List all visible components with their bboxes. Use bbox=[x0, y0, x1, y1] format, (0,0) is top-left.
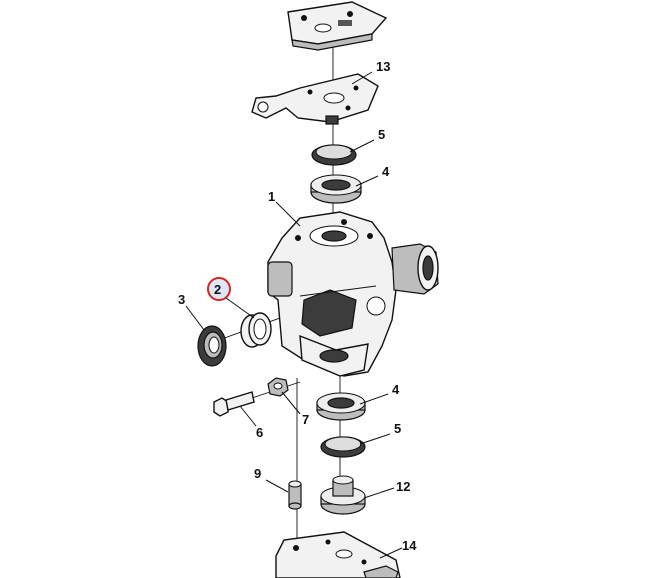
knuckle-housing-1 bbox=[267, 211, 439, 377]
callout-4-bottom: 4 bbox=[392, 382, 400, 397]
callout-3: 3 bbox=[178, 292, 185, 307]
callout-4-top: 4 bbox=[382, 164, 390, 179]
leader-2 bbox=[225, 297, 255, 319]
callout-5-bottom: 5 bbox=[394, 421, 401, 436]
leader-1 bbox=[275, 201, 301, 227]
leader-13 bbox=[351, 71, 373, 85]
thrust-collar-12 bbox=[320, 475, 366, 515]
seal-ring-5-bottom bbox=[320, 436, 366, 458]
sleeve-ring-2 bbox=[240, 312, 272, 348]
callout-6: 6 bbox=[256, 425, 263, 440]
leader-4-top bbox=[355, 175, 379, 187]
callout-14: 14 bbox=[402, 538, 417, 553]
callout-13: 13 bbox=[376, 59, 390, 74]
bolt-6 bbox=[213, 391, 255, 417]
callout-12: 12 bbox=[396, 479, 410, 494]
seal-3 bbox=[197, 325, 227, 367]
callout-1: 1 bbox=[268, 189, 275, 204]
leader-5-top bbox=[349, 139, 375, 153]
callout-9: 9 bbox=[254, 466, 261, 481]
seal-ring-5-top bbox=[311, 144, 357, 166]
bearing-4-top bbox=[310, 174, 362, 204]
leader-12 bbox=[363, 487, 395, 499]
leader-5-bottom bbox=[359, 433, 391, 445]
leader-14 bbox=[379, 547, 403, 559]
callout-7: 7 bbox=[302, 412, 309, 427]
leader-7 bbox=[281, 391, 301, 415]
leader-4-bottom bbox=[359, 393, 389, 405]
upper-plate bbox=[287, 1, 388, 51]
bracket-13 bbox=[251, 73, 379, 125]
callout-5-top: 5 bbox=[378, 127, 385, 142]
highlight-circle bbox=[207, 277, 231, 301]
leader-6 bbox=[239, 405, 257, 427]
nut-7 bbox=[267, 377, 289, 397]
leader-9 bbox=[265, 479, 289, 493]
leader-3 bbox=[185, 305, 205, 331]
dowel-pin-9 bbox=[288, 480, 302, 510]
bearing-4-bottom bbox=[316, 392, 366, 421]
lower-plate-14 bbox=[275, 531, 401, 578]
callout-2: 2 bbox=[214, 282, 221, 297]
